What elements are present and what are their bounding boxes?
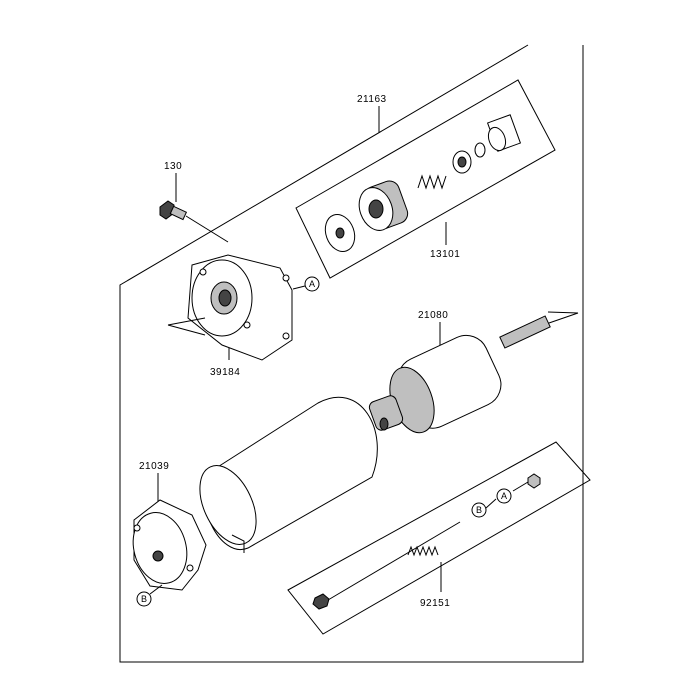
through-bolt-92151 xyxy=(312,473,541,610)
drive-end-housing-39184 xyxy=(167,254,293,361)
part-label-92151: 92151 xyxy=(420,598,450,609)
armature-21080 xyxy=(368,311,579,434)
commutator-end-cap-21039 xyxy=(132,499,207,591)
pinion-collar xyxy=(452,150,472,174)
mounting-bolt-130 xyxy=(159,200,229,243)
part-label-21163: 21163 xyxy=(357,94,387,105)
pinion-stop-ring xyxy=(474,142,486,158)
callout-leader-a-housing xyxy=(292,285,306,290)
callout-leader-b-endcap xyxy=(149,584,163,595)
svg-text:A: A xyxy=(501,491,507,501)
part-label-39184: 39184 xyxy=(210,367,240,378)
yoke-field-housing xyxy=(199,396,378,553)
part-label-21080: 21080 xyxy=(418,310,448,321)
pinion-spring xyxy=(417,174,447,190)
pinion-thrust-washer xyxy=(324,214,356,252)
callout-a-rod: A xyxy=(496,488,512,504)
kit-outline xyxy=(119,44,584,663)
part-label-13101: 13101 xyxy=(430,249,460,260)
callout-leader-b-rod xyxy=(485,498,497,509)
svg-text:B: B xyxy=(476,505,482,515)
svg-text:B: B xyxy=(141,594,147,604)
part-label-21039: 21039 xyxy=(139,461,169,472)
pinion-stop-sleeve xyxy=(486,114,522,152)
pinion-kit-frame xyxy=(295,79,556,279)
through-bolt-kit-frame xyxy=(287,441,591,635)
part-label-130: 130 xyxy=(164,161,182,172)
callout-b-rod: B xyxy=(471,502,487,518)
svg-text:A: A xyxy=(309,279,315,289)
pinion-gear xyxy=(358,180,409,231)
callout-a-housing: A xyxy=(304,276,320,292)
callout-b-endcap: B xyxy=(136,591,152,607)
